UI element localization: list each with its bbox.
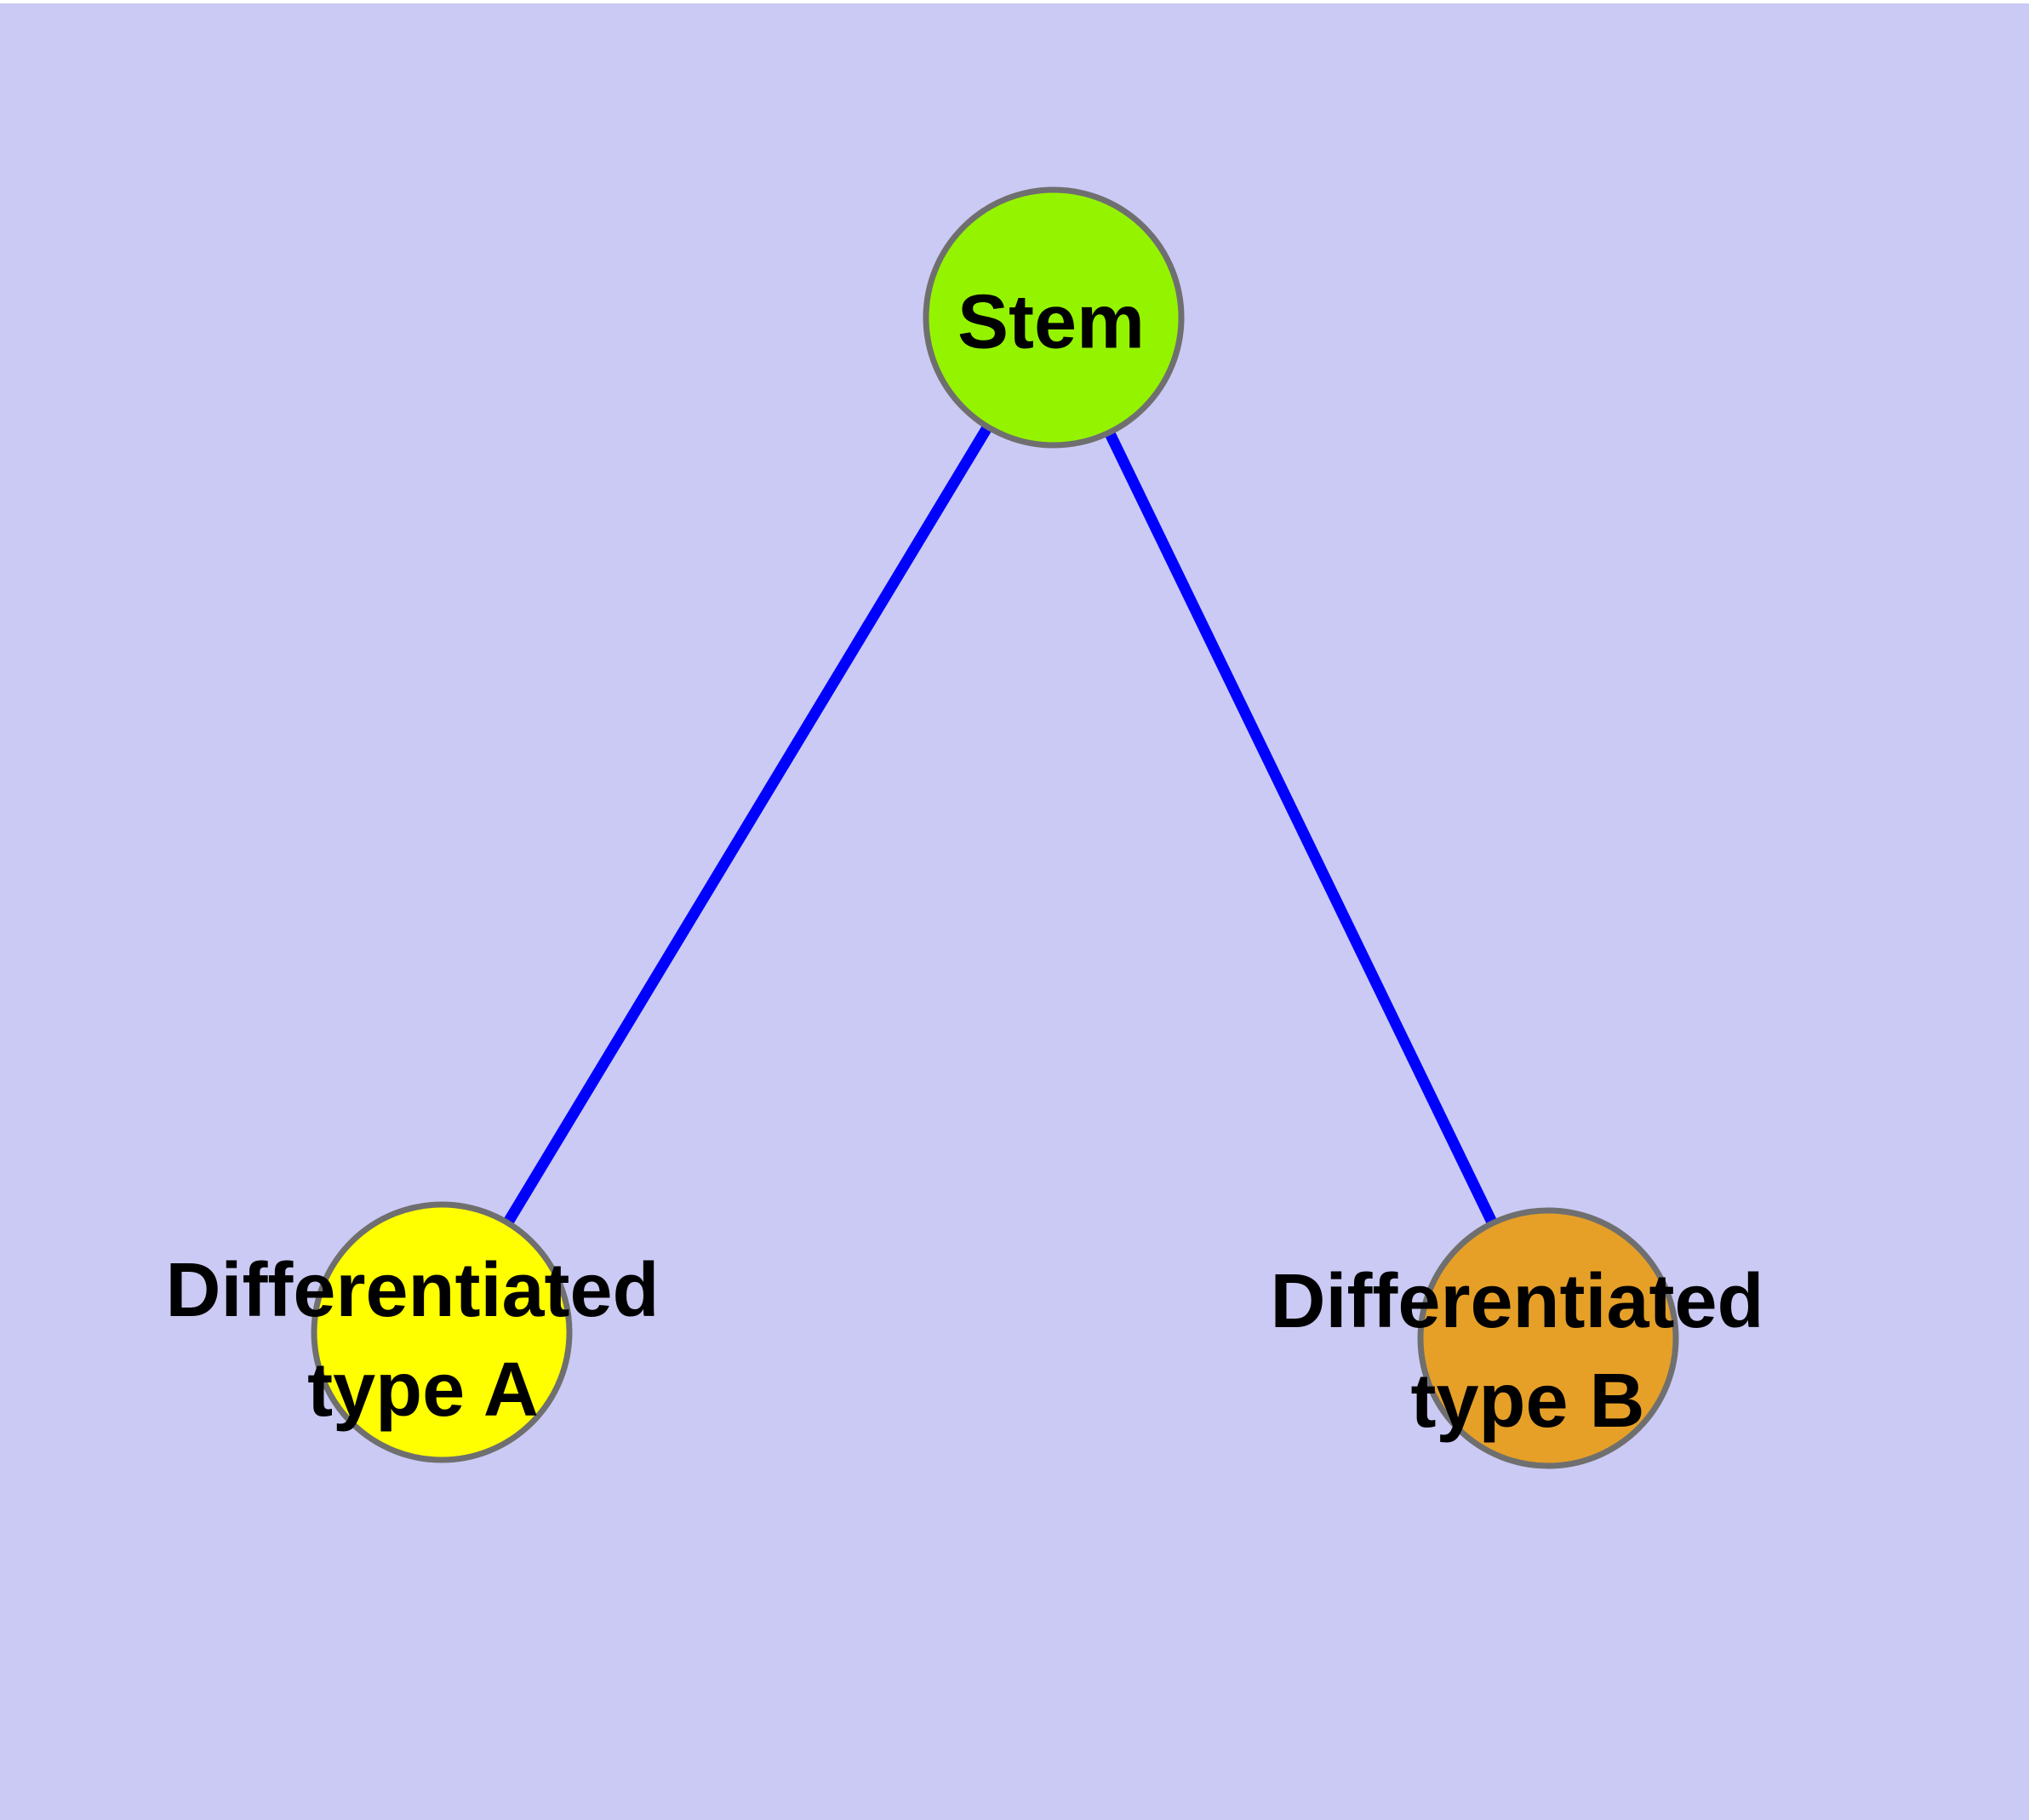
node-differentiated-type-b: [1417, 1207, 1679, 1469]
top-margin-strip: [0, 0, 2029, 3]
node-label-stem-line-1: Stem: [957, 279, 1145, 364]
node-label-stem: Stem: [957, 279, 1145, 364]
node-label-differentiated-type-a: Differentiated type A: [165, 1248, 680, 1433]
edge-stem-to-type-a: [437, 314, 1059, 1336]
node-label-type-b-line-1: Differentiated: [1270, 1259, 1763, 1344]
node-label-type-a-line-2: type A: [307, 1348, 539, 1433]
edge-stem-to-type-b: [1049, 315, 1553, 1341]
node-label-differentiated-type-b: Differentiated type B: [1270, 1259, 1785, 1444]
node-stem: [923, 186, 1185, 449]
node-differentiated-type-a: [311, 1201, 573, 1463]
node-label-type-a-line-1: Differentiated: [165, 1248, 659, 1333]
node-label-type-b-line-2: type B: [1410, 1359, 1644, 1444]
